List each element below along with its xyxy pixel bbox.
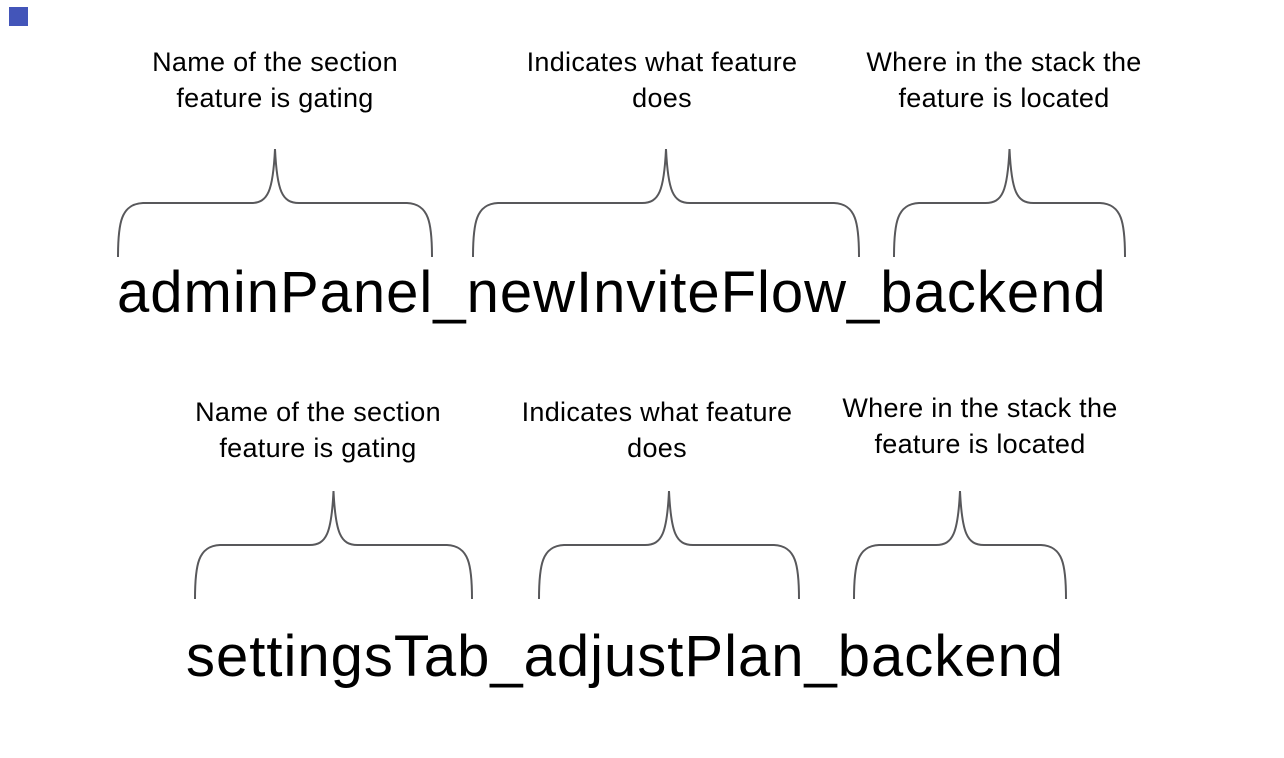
annotation-feature-action-top: Indicates what feature does xyxy=(492,44,832,116)
annotation-line: feature is gating xyxy=(219,433,417,463)
curly-brace-section-bottom xyxy=(194,489,473,600)
annotation-line: feature is gating xyxy=(176,83,374,113)
annotation-stack-location-bottom: Where in the stack the feature is locate… xyxy=(810,390,1150,462)
annotation-line: feature is located xyxy=(898,83,1110,113)
blue-square-marker xyxy=(9,7,28,26)
curly-brace-feature-top xyxy=(472,147,860,258)
annotation-line: Indicates what feature xyxy=(521,397,793,427)
annotation-line: does xyxy=(632,83,692,113)
curly-brace-feature-bottom xyxy=(538,489,800,600)
annotation-feature-action-bottom: Indicates what feature does xyxy=(487,394,827,466)
annotation-line: feature is located xyxy=(874,429,1086,459)
flag-name-top: adminPanel_newInviteFlow_backend xyxy=(117,260,1107,325)
annotation-line: Name of the section xyxy=(152,47,398,77)
annotation-line: Where in the stack the xyxy=(842,393,1118,423)
curly-brace-stack-bottom xyxy=(853,489,1067,600)
annotation-line: Where in the stack the xyxy=(866,47,1142,77)
curly-brace-stack-top xyxy=(893,147,1126,258)
annotation-line: Indicates what feature xyxy=(526,47,798,77)
curly-brace-section-top xyxy=(117,147,433,258)
annotation-stack-location-top: Where in the stack the feature is locate… xyxy=(834,44,1174,116)
annotation-line: does xyxy=(627,433,687,463)
annotation-section-name-bottom: Name of the section feature is gating xyxy=(148,394,488,466)
flag-name-bottom: settingsTab_adjustPlan_backend xyxy=(186,624,1065,689)
annotation-section-name-top: Name of the section feature is gating xyxy=(105,44,445,116)
annotation-line: Name of the section xyxy=(195,397,441,427)
